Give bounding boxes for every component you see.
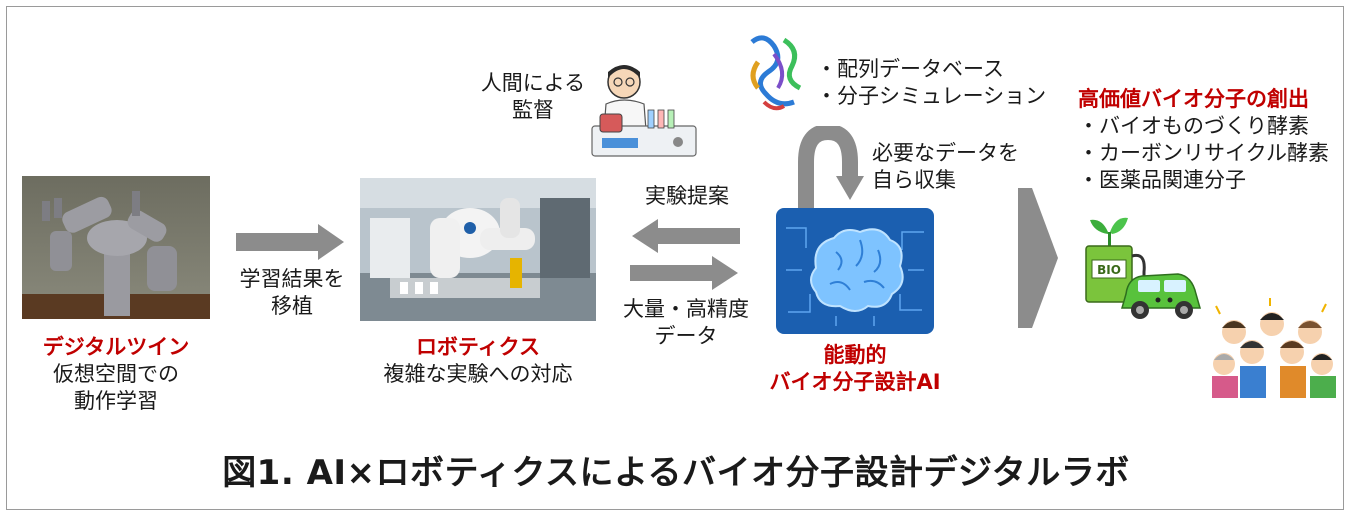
digital-twin-line2: 動作学習 xyxy=(74,389,158,413)
data-line2: データ xyxy=(654,324,718,348)
self-collect-loop-arrow xyxy=(798,126,864,208)
robotics-subtitle: 複雑な実験への対応 xyxy=(383,362,573,386)
digital-twin-line1: 仮想空間での xyxy=(53,362,179,386)
transfer-arrow xyxy=(236,224,344,260)
transfer-line1: 学習結果を xyxy=(239,267,345,291)
ai-line2: バイオ分子設計AI xyxy=(769,370,941,394)
ai-label: 能動的 バイオ分子設計AI xyxy=(740,342,970,396)
self-collect-line2: 自ら収集 xyxy=(872,168,956,192)
ai-line1: 能動的 xyxy=(823,343,887,367)
database-list: ・配列データベース ・分子シミュレーション xyxy=(816,56,1046,110)
output-item: ・バイオものづくり酵素 xyxy=(1078,114,1309,138)
human-label: 人間による 監督 xyxy=(478,70,588,124)
human-line1: 人間による xyxy=(480,71,586,95)
digital-twin-label: デジタルツイン 仮想空間での 動作学習 xyxy=(22,334,210,415)
output-item: ・医薬品関連分子 xyxy=(1078,168,1246,192)
output-list: ・バイオものづくり酵素 ・カーボンリサイクル酵素 ・医薬品関連分子 xyxy=(1078,113,1329,194)
data-label: 大量・高精度 データ xyxy=(616,296,756,350)
transfer-label: 学習結果を 移植 xyxy=(224,266,360,320)
protein-structure-illustration xyxy=(750,35,802,111)
robotics-title: ロボティクス xyxy=(415,335,541,359)
database-item-2: ・分子シミュレーション xyxy=(816,84,1047,108)
data-arrow xyxy=(630,256,738,290)
self-collect-label: 必要なデータを 自ら収集 xyxy=(872,140,1022,194)
biofuel-car-illustration: BIO xyxy=(1085,217,1201,319)
digital-twin-image xyxy=(22,176,210,319)
output-item: ・カーボンリサイクル酵素 xyxy=(1078,141,1329,165)
bio-label: BIO xyxy=(1097,263,1121,277)
ai-brain-icon xyxy=(776,208,934,334)
proposal-arrow xyxy=(632,219,740,253)
output-arrow xyxy=(1018,188,1058,328)
output-section: 高価値バイオ分子の創出 ・バイオものづくり酵素 ・カーボンリサイクル酵素 ・医薬… xyxy=(1078,86,1329,194)
robotics-label: ロボティクス 複雑な実験への対応 xyxy=(356,334,600,388)
output-title: 高価値バイオ分子の創出 xyxy=(1078,87,1309,111)
people-crowd-illustration xyxy=(1212,298,1336,398)
robotics-photo xyxy=(360,178,596,321)
database-item-1: ・配列データベース xyxy=(816,57,1004,81)
digital-twin-title: デジタルツイン xyxy=(42,335,190,359)
scientist-illustration xyxy=(591,65,697,157)
self-collect-line1: 必要なデータを xyxy=(872,141,1019,165)
transfer-line2: 移植 xyxy=(271,294,313,318)
figure-frame xyxy=(6,6,1344,510)
figure-caption: 図1. AI×ロボティクスによるバイオ分子設計デジタルラボ xyxy=(222,453,1130,493)
human-line2: 監督 xyxy=(512,98,554,122)
proposal-label: 実験提案 xyxy=(645,184,729,208)
data-line1: 大量・高精度 xyxy=(623,297,749,321)
